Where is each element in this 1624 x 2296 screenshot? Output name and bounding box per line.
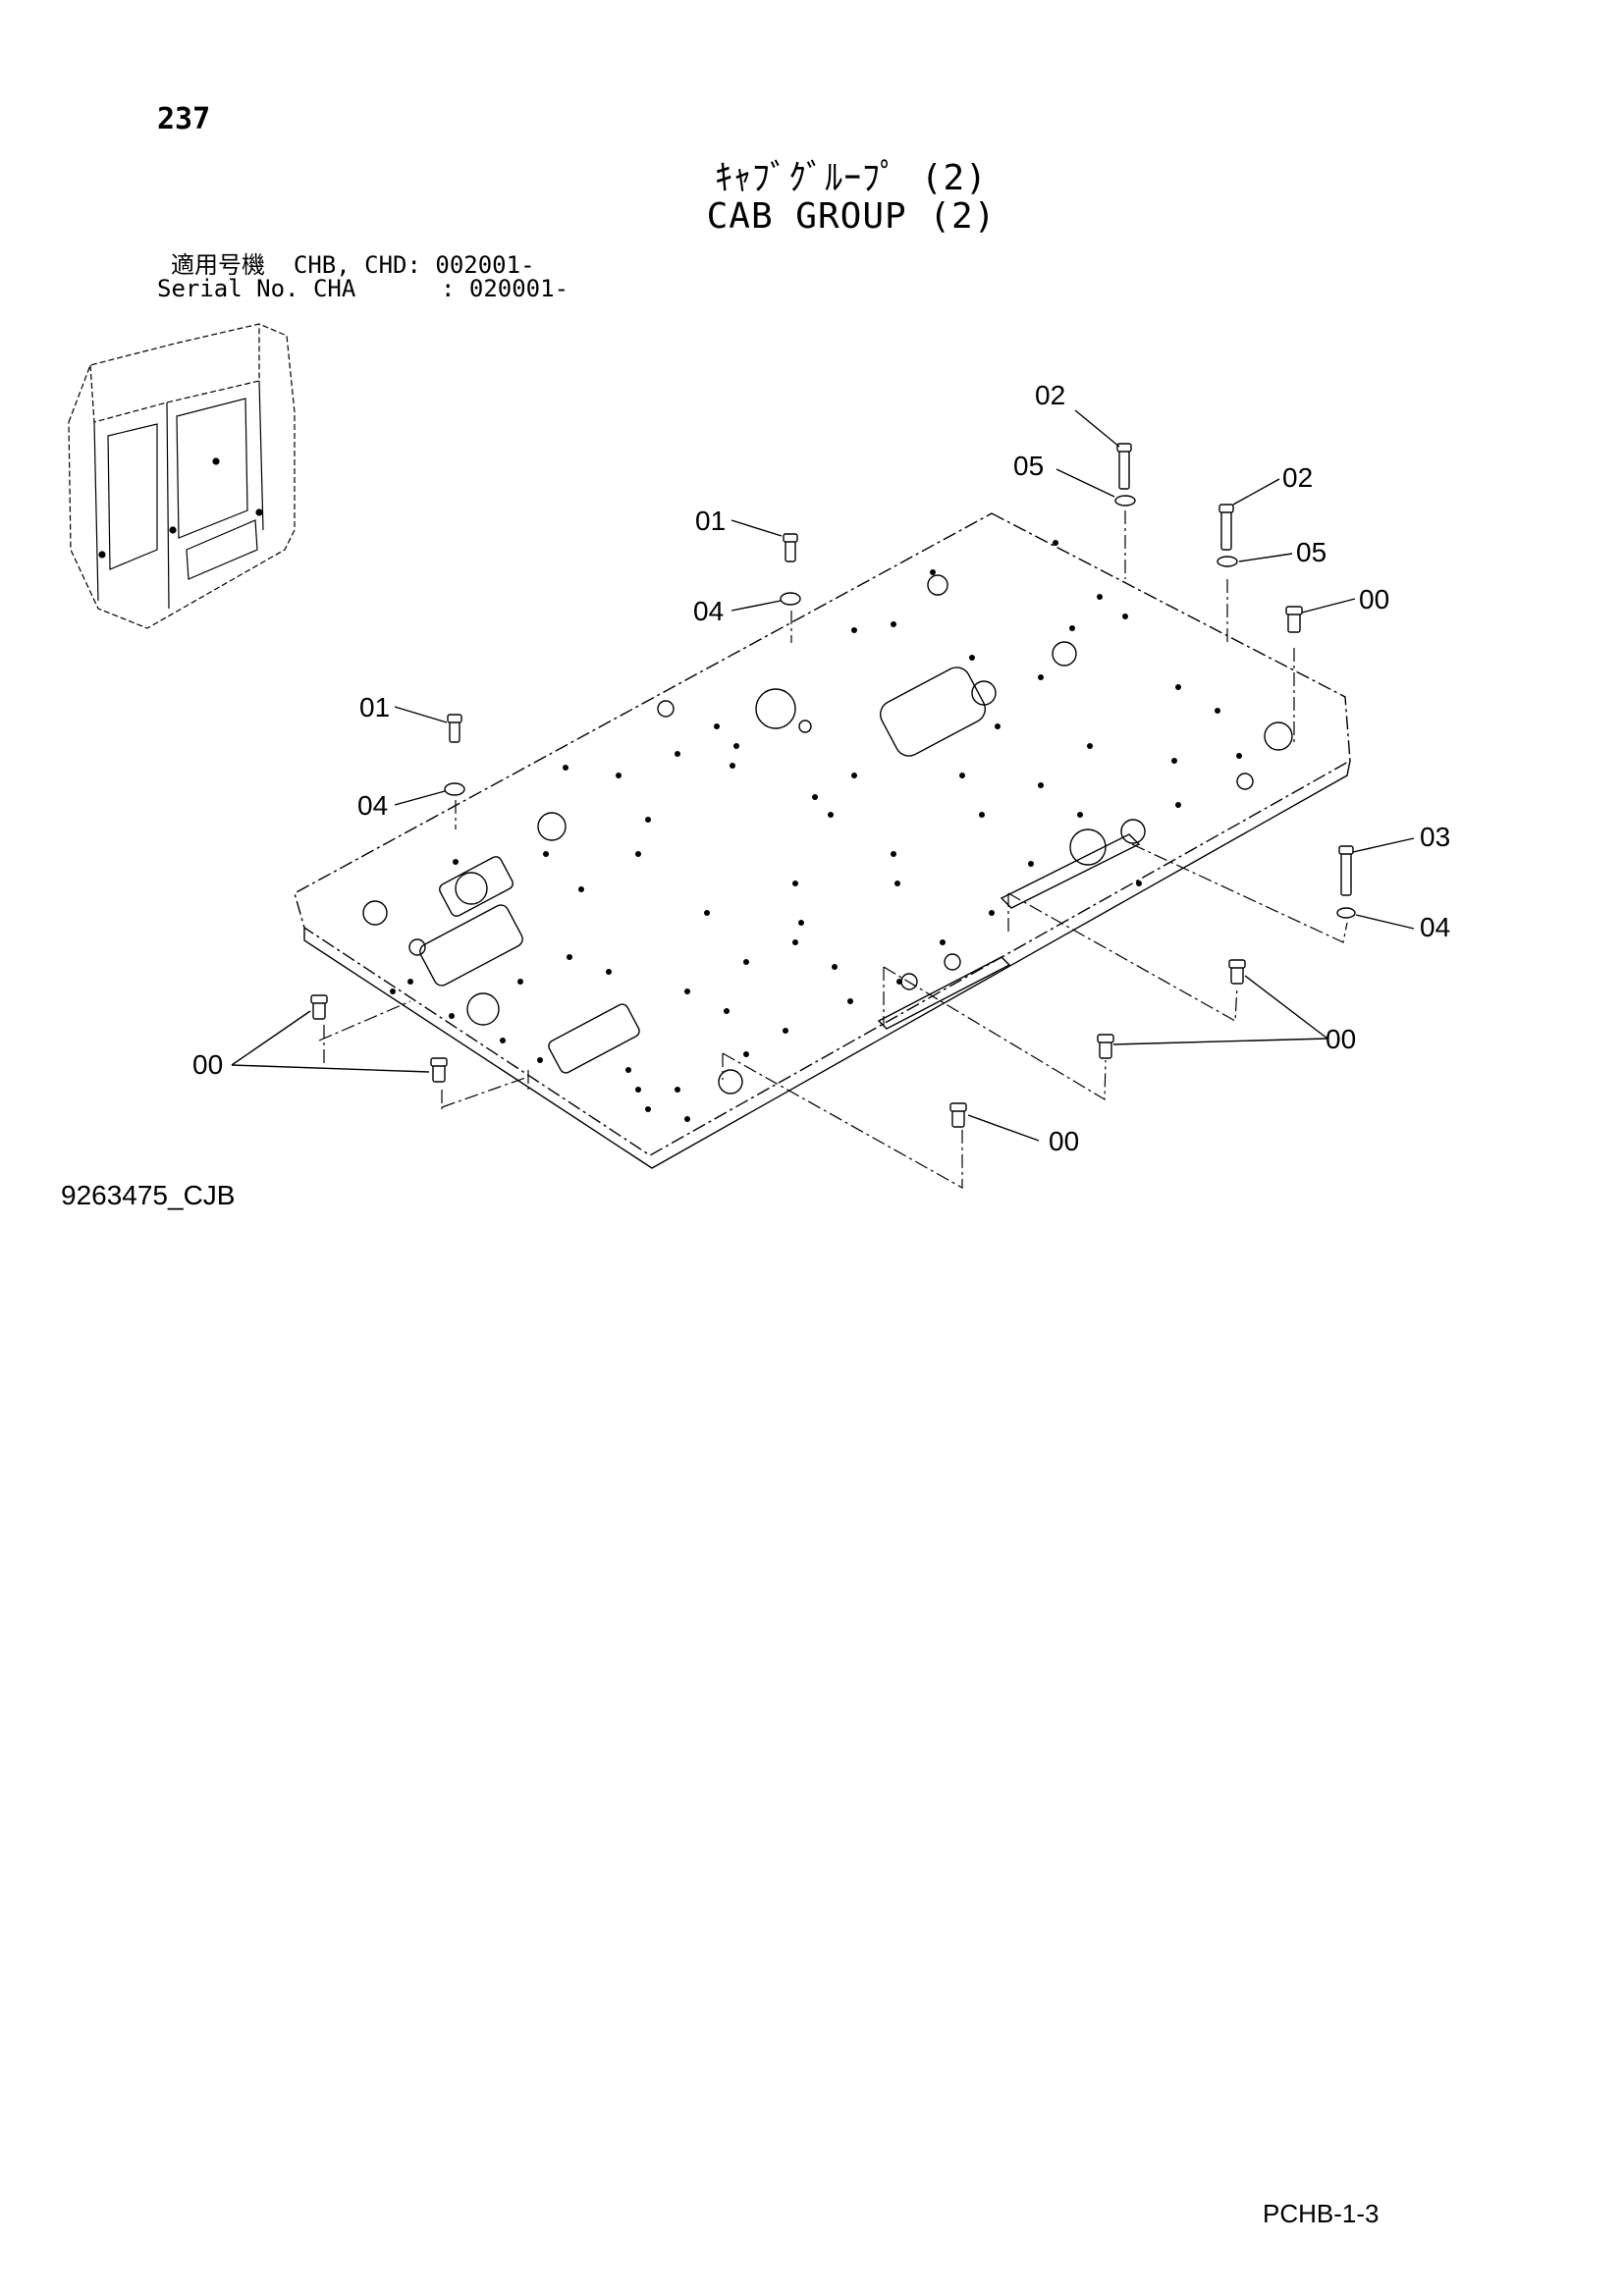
- callout-01-upper: 01: [695, 506, 726, 536]
- callout-00-bottom: 00: [1049, 1126, 1079, 1156]
- title-japanese: ｷｬﾌﾞｸﾞﾙｰﾌﾟ (2): [715, 158, 988, 198]
- callout-leaders: [231, 409, 1415, 1142]
- title-english: CAB GROUP (2): [706, 196, 997, 237]
- callout-02-right: 02: [1282, 462, 1313, 493]
- callout-03: 03: [1420, 822, 1450, 852]
- bolt-03: [1340, 849, 1352, 896]
- drawing-code: 9263475_CJB: [61, 1180, 236, 1210]
- callout-00-bottom-right: 00: [1326, 1024, 1356, 1054]
- serial-number-line: Serial No. CHA : 020001-: [157, 275, 569, 302]
- callout-00-right: 00: [1359, 584, 1389, 614]
- washer-04-right: [1336, 907, 1356, 919]
- floor-plate: [294, 512, 1351, 1169]
- bolt-02-top: [1118, 447, 1130, 490]
- callout-02-top: 02: [1035, 380, 1065, 410]
- washer-05-top: [1114, 495, 1136, 507]
- callout-05-right: 05: [1296, 537, 1326, 567]
- callout-04-right: 04: [1420, 912, 1450, 942]
- applicable-model-line: 適用号機 CHB, CHD: 002001-: [171, 251, 535, 279]
- plate-holes: [390, 540, 1242, 1122]
- washer-04-lower: [444, 782, 465, 796]
- washer-04-upper: [780, 592, 801, 606]
- callout-01-lower: 01: [359, 692, 390, 722]
- callout-00-left: 00: [192, 1049, 223, 1080]
- assembly-lines: [318, 510, 1348, 1190]
- page-number: 237: [157, 102, 211, 136]
- bolt-00-right: [1287, 612, 1301, 633]
- fasteners: [310, 443, 1356, 1128]
- sheet-code: PCHB-1-3: [1263, 2199, 1380, 2228]
- washer-05-right: [1217, 556, 1238, 567]
- callout-04-upper: 04: [693, 596, 724, 626]
- callout-labels: 02 05 02 05 00 01 04 01 04 03 04 00 00 0…: [192, 380, 1450, 1156]
- callout-04-lower: 04: [357, 790, 388, 821]
- cab-thumbnail: [68, 323, 296, 629]
- bolt-02-right: [1220, 507, 1232, 551]
- callout-05-top: 05: [1013, 451, 1044, 481]
